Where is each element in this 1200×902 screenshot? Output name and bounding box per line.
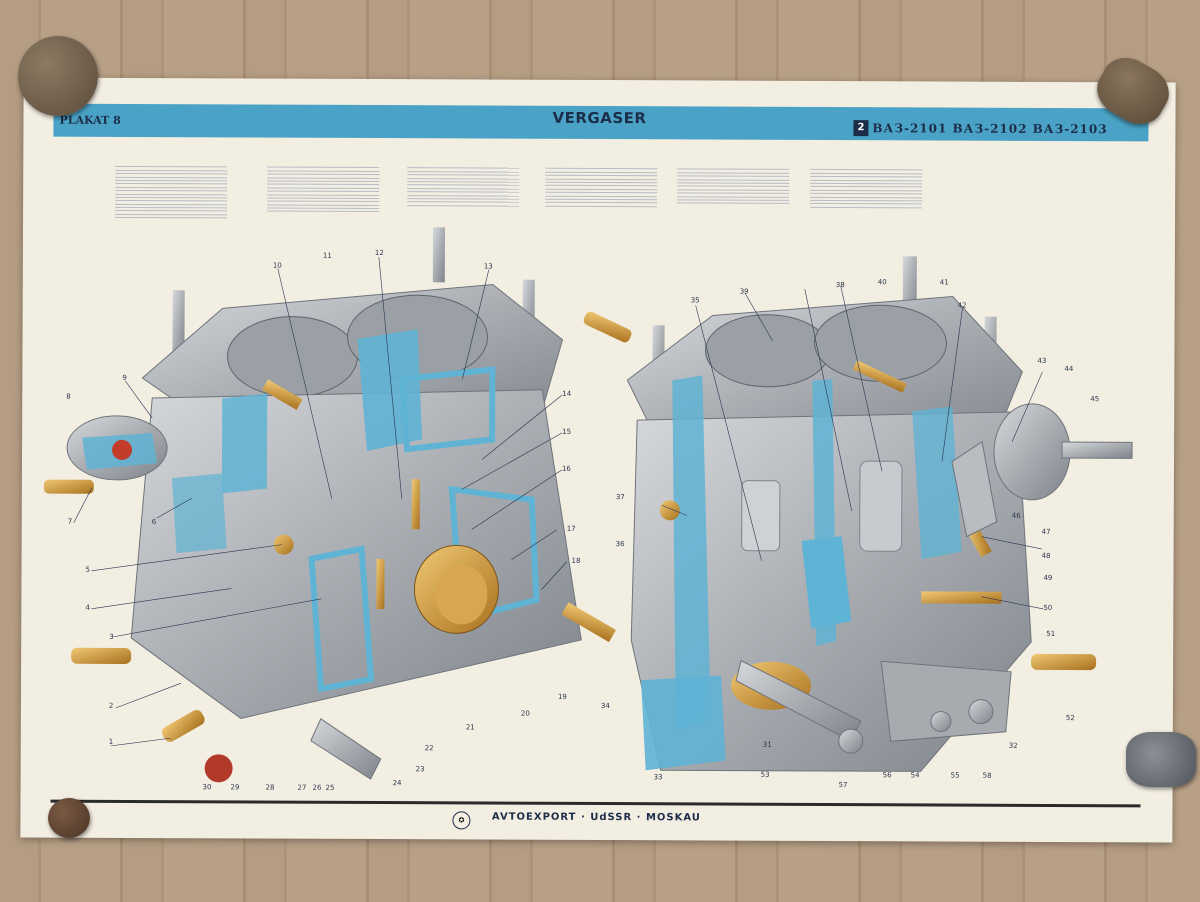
callout-36: 36 bbox=[615, 540, 625, 549]
stone-weight-top-left bbox=[18, 36, 98, 116]
callout-39: 39 bbox=[739, 287, 749, 296]
callout-25: 25 bbox=[325, 783, 335, 792]
callout-27: 27 bbox=[297, 783, 307, 792]
callout-45: 45 bbox=[1090, 395, 1100, 404]
callout-35: 35 bbox=[690, 296, 700, 305]
callout-42: 42 bbox=[957, 301, 967, 310]
left-carburetor-cutaway bbox=[43, 227, 617, 783]
callout-1: 1 bbox=[108, 737, 114, 746]
callout-53: 53 bbox=[760, 770, 770, 779]
callout-32: 32 bbox=[1008, 741, 1018, 750]
callout-16: 16 bbox=[561, 464, 571, 473]
callout-44: 44 bbox=[1064, 365, 1074, 374]
callout-46: 46 bbox=[1011, 511, 1021, 520]
callout-15: 15 bbox=[562, 427, 572, 436]
callout-57: 57 bbox=[838, 781, 848, 790]
callout-34: 34 bbox=[600, 702, 610, 711]
callout-55: 55 bbox=[950, 771, 960, 780]
callout-3: 3 bbox=[109, 632, 114, 641]
callout-20: 20 bbox=[520, 709, 530, 718]
callout-5: 5 bbox=[85, 565, 91, 574]
callout-23: 23 bbox=[415, 765, 425, 774]
callout-8: 8 bbox=[66, 392, 71, 401]
callout-21: 21 bbox=[465, 723, 475, 732]
callout-43: 43 bbox=[1037, 356, 1047, 365]
callout-7: 7 bbox=[67, 517, 73, 526]
callout-22: 22 bbox=[424, 744, 434, 753]
callout-38: 38 bbox=[835, 281, 845, 290]
callout-4: 4 bbox=[85, 603, 90, 612]
stone-weight-bottom-left bbox=[48, 798, 90, 838]
callout-10: 10 bbox=[272, 261, 282, 270]
callout-56: 56 bbox=[882, 771, 892, 780]
callout-12: 12 bbox=[374, 249, 384, 258]
callout-41: 41 bbox=[939, 278, 949, 287]
callout-51: 51 bbox=[1046, 629, 1056, 638]
callout-31: 31 bbox=[762, 740, 772, 749]
stone-weight-bottom-right bbox=[1126, 732, 1196, 787]
callout-52: 52 bbox=[1065, 714, 1075, 723]
callout-37: 37 bbox=[615, 493, 625, 502]
callout-2: 2 bbox=[108, 701, 114, 710]
callout-30: 30 bbox=[202, 783, 212, 792]
callout-19: 19 bbox=[557, 692, 567, 701]
callout-18: 18 bbox=[571, 556, 581, 565]
callout-40: 40 bbox=[877, 278, 887, 287]
callout-24: 24 bbox=[392, 779, 402, 788]
poster: VERGASER PLAKAT 8 2 ВАЗ-2101 ВАЗ-2102 ВА… bbox=[20, 77, 1176, 843]
callout-13: 13 bbox=[483, 262, 493, 271]
callout-50: 50 bbox=[1043, 603, 1053, 612]
callout-14: 14 bbox=[562, 389, 572, 398]
callout-28: 28 bbox=[265, 783, 275, 792]
callout-11: 11 bbox=[322, 251, 332, 260]
carburetor-illustration bbox=[43, 227, 1133, 783]
callout-33: 33 bbox=[653, 773, 663, 782]
callout-6: 6 bbox=[151, 518, 157, 527]
callout-26: 26 bbox=[312, 783, 322, 792]
callout-49: 49 bbox=[1043, 573, 1053, 582]
right-carburetor-cutaway bbox=[583, 256, 1133, 772]
callout-48: 48 bbox=[1041, 551, 1051, 560]
leader-lines bbox=[73, 257, 1044, 747]
callout-47: 47 bbox=[1041, 527, 1051, 536]
callout-29: 29 bbox=[230, 783, 240, 792]
callout-58: 58 bbox=[982, 771, 992, 780]
callout-17: 17 bbox=[566, 524, 576, 533]
callout-54: 54 bbox=[910, 771, 920, 780]
callout-9: 9 bbox=[122, 373, 127, 382]
